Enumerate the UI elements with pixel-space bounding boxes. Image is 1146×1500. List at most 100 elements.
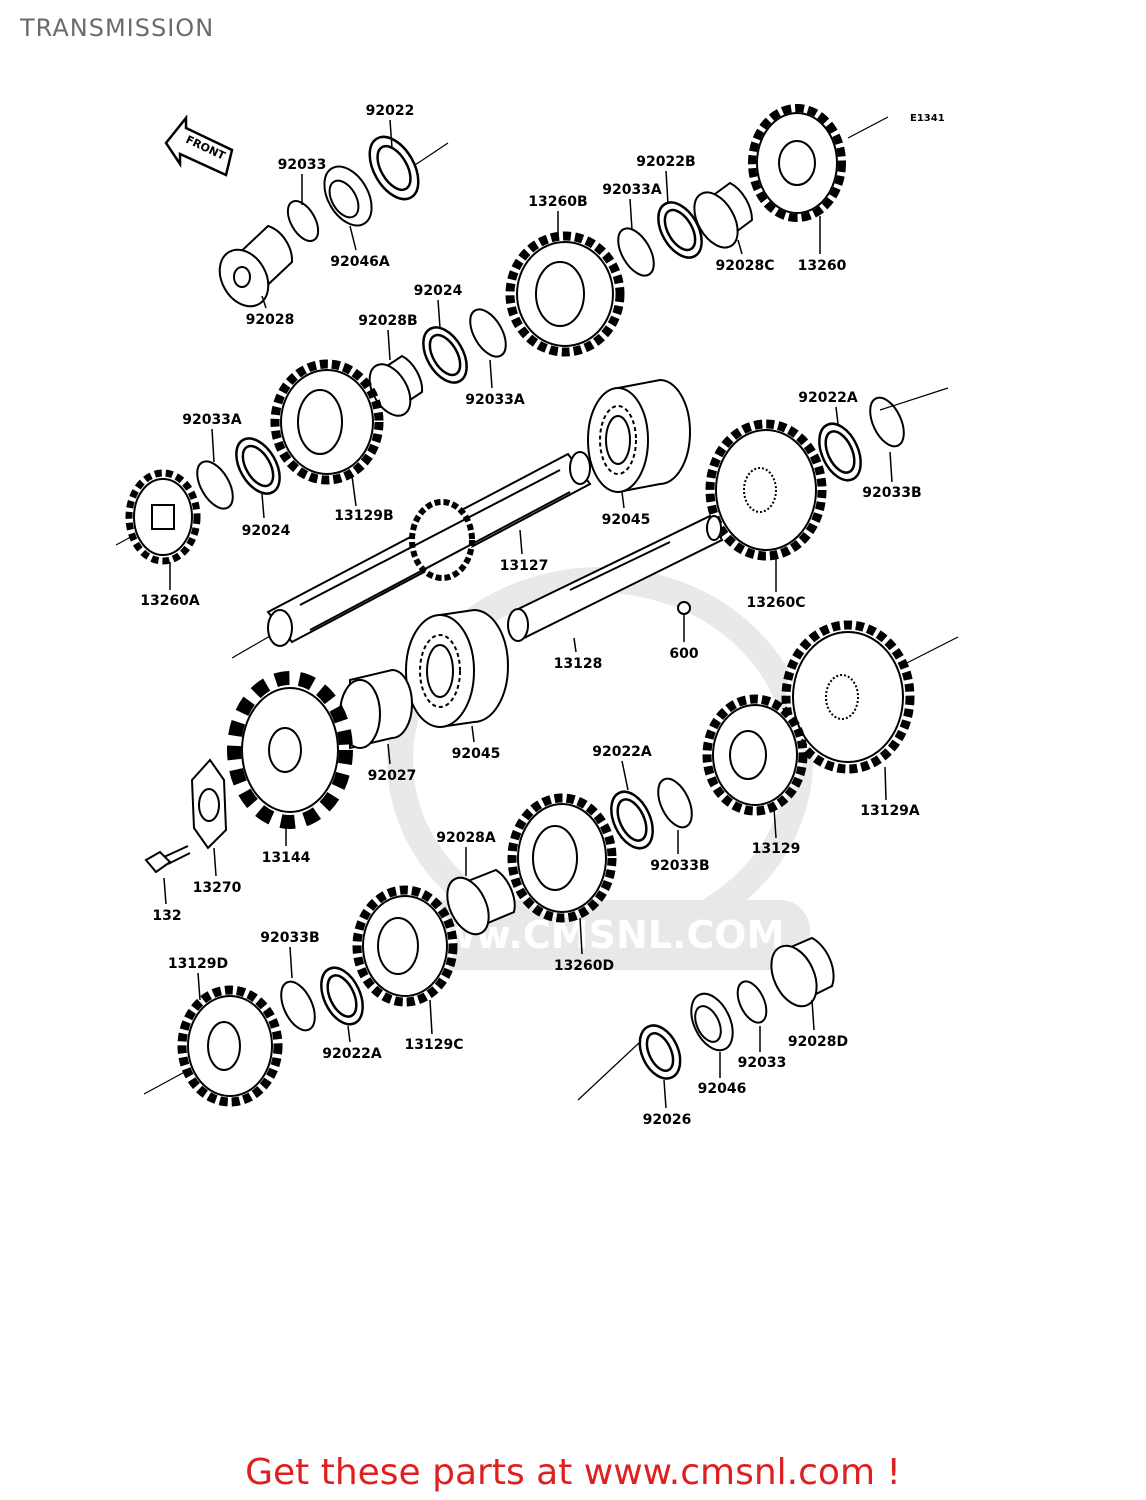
leader-line-92024	[261, 493, 265, 519]
part-13129b-gear	[270, 359, 384, 485]
part-label-13144[interactable]: 13144	[262, 850, 311, 866]
part-13129a-gear	[781, 620, 915, 774]
part-label-13129b[interactable]: 13129B	[334, 508, 393, 524]
part-92022-washer	[368, 135, 420, 201]
drawing-code: E1341	[910, 113, 945, 124]
part-label-13128[interactable]: 13128	[554, 656, 603, 672]
part-92026-washer	[638, 1024, 682, 1080]
leader-line-92045	[621, 491, 625, 509]
part-label-13260c[interactable]: 13260C	[747, 595, 806, 611]
part-92033b-circlip	[869, 396, 905, 448]
part-92028a-bushing	[446, 868, 516, 936]
part-13270-plate	[190, 758, 228, 850]
part-label-92028d[interactable]: 92028D	[788, 1034, 848, 1050]
part-92033b-circlip-2	[657, 777, 693, 829]
part-label-92033b[interactable]: 92033B	[260, 930, 319, 946]
leader-line-13129b	[351, 475, 357, 507]
part-label-92045[interactable]: 92045	[452, 746, 501, 762]
leader-line-92045	[471, 725, 475, 743]
part-label-13127[interactable]: 13127	[500, 558, 549, 574]
part-92028-collar	[218, 224, 294, 308]
part-label-92033[interactable]: 92033	[738, 1055, 787, 1071]
part-label-92033b[interactable]: 92033B	[650, 858, 709, 874]
leader-line-92033a	[629, 198, 633, 231]
part-label-92046a[interactable]: 92046A	[330, 254, 390, 270]
leader-line-92024	[437, 299, 441, 329]
leader-line-92026	[663, 1079, 667, 1109]
part-92022a-washer	[818, 422, 862, 482]
leader-line-92022b	[665, 170, 669, 205]
part-label-13260d[interactable]: 13260D	[554, 958, 614, 974]
part-label-13270[interactable]: 13270	[193, 880, 242, 896]
part-label-92022a[interactable]: 92022A	[798, 390, 858, 406]
part-92028d-collar	[770, 936, 835, 1008]
leader-line-92022a	[621, 760, 629, 791]
part-13260d-gear	[507, 793, 617, 923]
part-13129-gear	[702, 694, 808, 816]
part-label-13260[interactable]: 13260	[798, 258, 847, 274]
part-label-13129d[interactable]: 13129D	[168, 956, 228, 972]
leader-line-92022a	[835, 406, 839, 425]
part-label-92045[interactable]: 92045	[602, 512, 651, 528]
part-92033b-circlip-3	[280, 980, 316, 1032]
part-92028c-collar	[693, 181, 754, 249]
part-label-92024[interactable]: 92024	[414, 283, 463, 299]
part-label-92022b[interactable]: 92022B	[636, 154, 695, 170]
leader-line-92033b	[889, 451, 893, 483]
leader-line-132	[163, 877, 167, 905]
part-92045-bearing-2	[405, 608, 509, 729]
leader-line-13127	[519, 529, 523, 555]
part-label-92033b[interactable]: 92033B	[862, 485, 921, 501]
part-label-92022a[interactable]: 92022A	[322, 1046, 382, 1062]
part-label-92024[interactable]: 92024	[242, 523, 291, 539]
part-label-92028a[interactable]: 92028A	[436, 830, 496, 846]
part-13129d-gear	[177, 985, 283, 1107]
part-13260-gear	[748, 104, 846, 222]
leader-line-13128	[573, 637, 577, 653]
part-92033-circlip-2	[736, 980, 768, 1024]
part-label-92022a[interactable]: 92022A	[592, 744, 652, 760]
part-label-132[interactable]: 132	[152, 908, 181, 924]
leader-line-92022	[389, 119, 393, 149]
part-13260b-gear	[505, 231, 625, 357]
part-92022a-washer-3	[320, 966, 364, 1026]
axis-lines	[115, 116, 959, 1101]
part-label-92028b[interactable]: 92028B	[358, 313, 417, 329]
part-label-92046[interactable]: 92046	[698, 1081, 747, 1097]
part-13144-sprocket	[227, 671, 353, 829]
part-label-600[interactable]: 600	[669, 646, 698, 662]
part-label-92033a[interactable]: 92033A	[465, 392, 525, 408]
part-label-92033a[interactable]: 92033A	[182, 412, 242, 428]
part-label-92026[interactable]: 92026	[643, 1112, 692, 1128]
part-92046a-bearing	[323, 165, 373, 227]
part-label-92022[interactable]: 92022	[366, 103, 415, 119]
leader-line-92028	[261, 295, 267, 309]
part-label-92028c[interactable]: 92028C	[716, 258, 775, 274]
part-label-13260b[interactable]: 13260B	[528, 194, 587, 210]
leader-line-13260d	[579, 917, 583, 955]
leader-line-92046a	[349, 225, 357, 251]
part-label-92033[interactable]: 92033	[278, 157, 327, 173]
part-92046-bearing	[690, 992, 734, 1052]
part-label-13129a[interactable]: 13129A	[860, 803, 920, 819]
leader-line-92028b	[387, 329, 391, 361]
part-label-13260a[interactable]: 13260A	[140, 593, 200, 609]
leader-line-13129	[773, 807, 777, 839]
part-label-92033a[interactable]: 92033A	[602, 182, 662, 198]
leader-line-13129c	[429, 999, 433, 1035]
part-13127-shaft	[266, 451, 592, 647]
part-label-92027[interactable]: 92027	[368, 768, 417, 784]
part-92045-bearing	[587, 378, 691, 494]
part-13260a-gear	[125, 469, 201, 565]
part-label-92028[interactable]: 92028	[246, 312, 295, 328]
front-arrow-icon: FRONT	[164, 114, 234, 177]
part-92022a-washer-2	[610, 790, 654, 850]
leader-line-92028d	[811, 999, 815, 1031]
part-92024-washer-2	[235, 437, 281, 495]
part-label-13129c[interactable]: 13129C	[405, 1037, 464, 1053]
part-label-13129[interactable]: 13129	[752, 841, 801, 857]
leader-line-13129a	[884, 766, 887, 801]
cta-footer-link[interactable]: Get these parts at www.cmsnl.com !	[245, 1452, 901, 1493]
leader-line-92022a	[347, 1025, 351, 1043]
part-600-ball	[677, 601, 691, 615]
